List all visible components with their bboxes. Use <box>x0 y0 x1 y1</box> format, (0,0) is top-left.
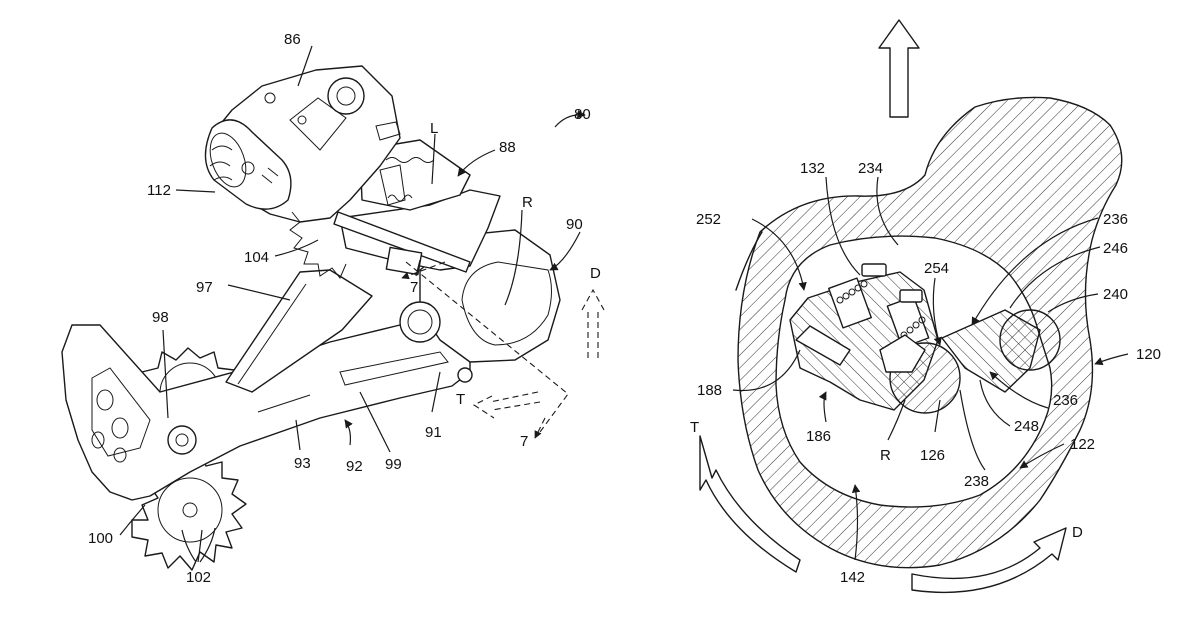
label-132: 132 <box>800 160 825 177</box>
label-188: 188 <box>697 382 722 399</box>
up-arrow-icon <box>878 19 920 118</box>
rotation-arrow-d-icon <box>911 527 1067 594</box>
rotation-arrow-t-icon <box>472 391 541 419</box>
label-234: 234 <box>858 160 883 177</box>
label-86: 86 <box>284 31 301 48</box>
section-arrow-7b <box>534 417 546 439</box>
label-80: 80 <box>574 106 591 123</box>
rotation-arrow-t-icon <box>699 435 801 573</box>
label-D-left: D <box>590 265 601 282</box>
label-122: 122 <box>1070 436 1095 453</box>
label-D-right: D <box>1072 524 1083 541</box>
spring-left <box>828 263 887 329</box>
label-R-right: R <box>880 447 891 464</box>
label-98: 98 <box>152 309 169 326</box>
section-line <box>405 261 569 433</box>
pivot-pin-240 <box>999 309 1061 371</box>
label-248: 248 <box>1014 418 1039 435</box>
label-142: 142 <box>840 569 865 586</box>
label-236-bottom: 236 <box>1053 392 1078 409</box>
label-99: 99 <box>385 456 402 473</box>
label-254: 254 <box>924 260 949 277</box>
label-T-left: T <box>456 391 465 408</box>
section-figure: 132 234 252 236 246 254 240 120 188 186 … <box>690 19 1161 594</box>
label-240: 240 <box>1103 286 1128 303</box>
derailleur-figure: 80 86 88 L 112 R 90 D 104 7 97 98 T 91 7… <box>61 31 605 586</box>
label-236-top: 236 <box>1103 211 1128 228</box>
label-238: 238 <box>964 473 989 490</box>
label-112: 112 <box>147 182 171 199</box>
label-7-top: 7 <box>410 279 418 296</box>
label-R: R <box>522 194 533 211</box>
label-L: L <box>430 120 438 137</box>
label-102: 102 <box>186 569 211 586</box>
label-93: 93 <box>294 455 311 472</box>
label-252: 252 <box>696 211 721 228</box>
cassette-teeth <box>289 211 347 279</box>
label-126: 126 <box>920 447 945 464</box>
body-edge <box>735 231 763 291</box>
label-120: 120 <box>1136 346 1161 363</box>
label-104: 104 <box>244 249 269 266</box>
rotation-arrow-d-icon <box>581 288 605 358</box>
label-T-right: T <box>690 419 699 436</box>
label-92: 92 <box>346 458 363 475</box>
label-186: 186 <box>806 428 831 445</box>
label-7-bottom: 7 <box>520 433 528 450</box>
section-arrow-7a <box>401 261 446 280</box>
cage-plate <box>61 317 471 501</box>
label-88: 88 <box>499 139 516 156</box>
label-90: 90 <box>566 216 583 233</box>
linkage-body <box>333 139 501 276</box>
label-91: 91 <box>425 424 442 441</box>
label-97: 97 <box>196 279 213 296</box>
inner-cage-arm <box>225 269 373 393</box>
shaft-flat <box>879 334 926 373</box>
label-246: 246 <box>1103 240 1128 257</box>
slot-188 <box>795 325 851 366</box>
label-100: 100 <box>88 530 113 547</box>
adjust-knob <box>204 119 292 210</box>
